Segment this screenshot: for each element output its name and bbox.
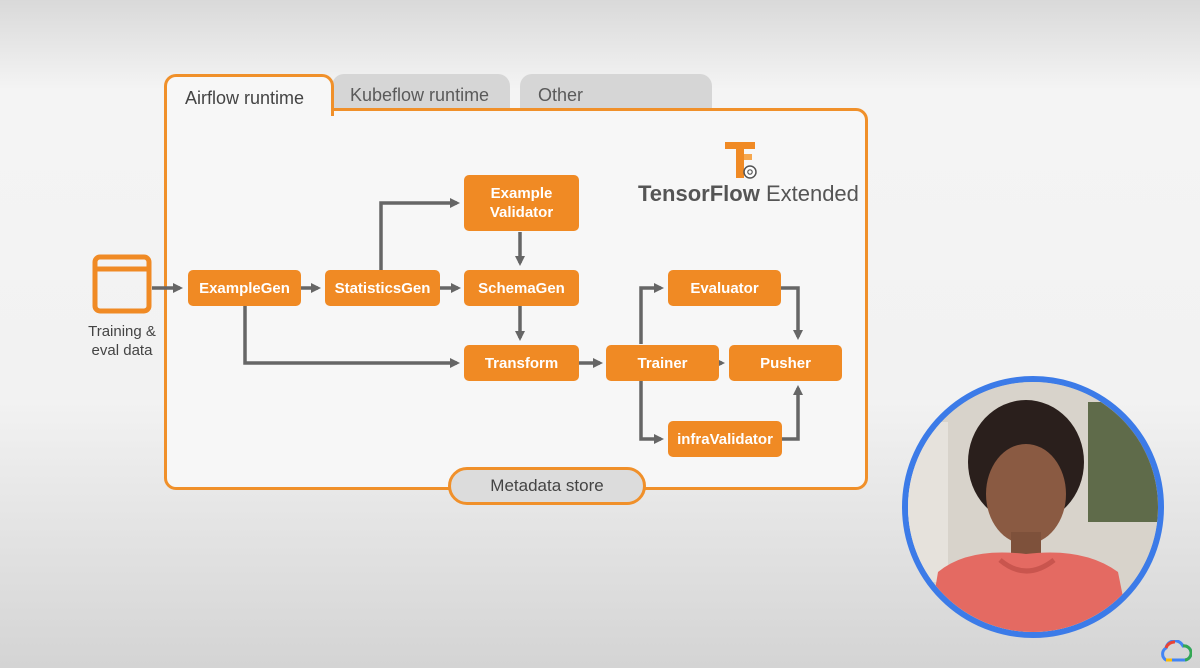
presenter-video-icon[interactable]: [902, 376, 1164, 638]
node-statistics-gen: StatisticsGen: [325, 270, 440, 306]
tfx-title: TensorFlow Extended: [638, 181, 859, 206]
node-pusher: Pusher: [729, 345, 842, 381]
tab-kubeflow-runtime[interactable]: Kubeflow runtime: [332, 74, 510, 114]
node-example-validator: Example Validator: [464, 175, 579, 231]
node-schema-gen: SchemaGen: [464, 270, 579, 306]
node-evaluator: Evaluator: [668, 270, 781, 306]
metadata-store: Metadata store: [448, 467, 646, 505]
tab-other[interactable]: Other: [520, 74, 712, 114]
tab-airflow-runtime[interactable]: Airflow runtime: [164, 74, 334, 116]
google-cloud-icon: [1161, 640, 1192, 662]
node-infra-validator: infraValidator: [668, 421, 782, 457]
node-trainer: Trainer: [606, 345, 719, 381]
tfx-logo-icon: [725, 142, 757, 179]
folder-icon: [92, 254, 152, 314]
node-transform: Transform: [464, 345, 579, 381]
training-eval-data-label: Training & eval data: [88, 323, 156, 359]
node-example-gen: ExampleGen: [188, 270, 301, 306]
